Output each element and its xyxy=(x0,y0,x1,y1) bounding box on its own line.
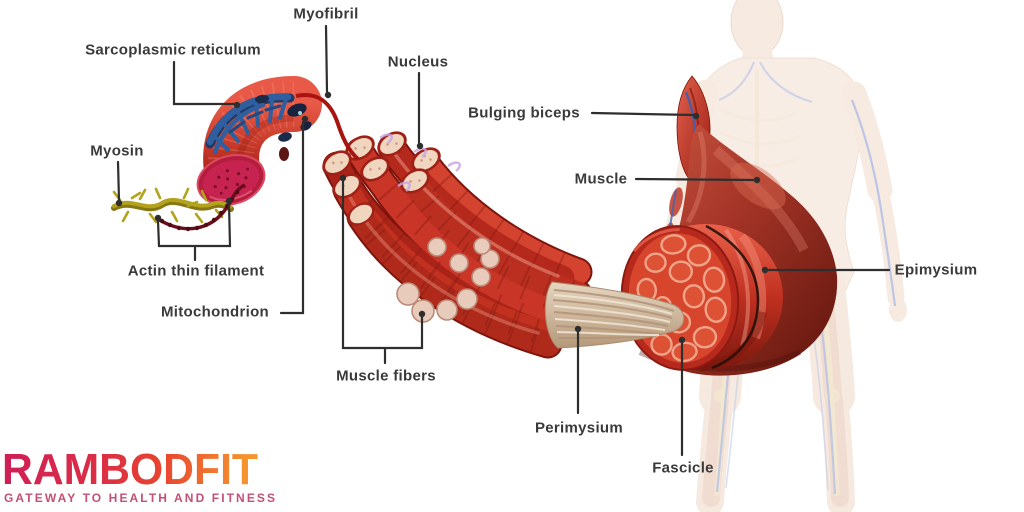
pointer-dots xyxy=(115,91,769,344)
myosin-filament xyxy=(111,187,234,224)
label-muscle-fibers: Muscle fibers xyxy=(336,367,436,385)
pointer-myosin xyxy=(116,160,121,202)
brand-text: RAMBODFIT xyxy=(2,447,258,491)
pointer-mitochondrion xyxy=(279,120,305,315)
pointer-muscle-fibers xyxy=(341,179,424,365)
label-mitochondrion: Mitochondrion xyxy=(160,303,270,321)
pointer-bulging-biceps xyxy=(590,111,696,117)
label-muscle: Muscle xyxy=(574,170,628,188)
label-bulging-biceps: Bulging biceps xyxy=(468,104,580,122)
label-perimysium: Perimysium xyxy=(534,419,624,437)
label-nucleus: Nucleus xyxy=(387,53,449,71)
pointer-sarcoplasmic-reticulum xyxy=(172,60,236,106)
extracted-myofibril-strand xyxy=(295,93,360,161)
label-epimysium: Epimysium xyxy=(894,261,978,279)
sarcoplasmic-reticulum-mesh xyxy=(205,93,295,155)
actin-filament xyxy=(157,183,246,232)
pointer-muscle xyxy=(634,177,756,182)
label-myosin: Myosin xyxy=(90,142,144,160)
myofibril-cut-face xyxy=(196,154,266,206)
fiber-tip-blobs xyxy=(396,237,500,323)
label-myofibril: Myofibril xyxy=(293,5,359,23)
epimysium-boundary-line xyxy=(705,224,760,370)
rambodfit-logo: RAMBODFIT xyxy=(2,445,272,496)
brand-wordmark: RAMBODFIT xyxy=(2,445,258,494)
myofibril-cylinder xyxy=(196,76,360,206)
pointer-lines xyxy=(116,24,891,457)
label-actin-thin-filament: Actin thin filament xyxy=(127,262,265,280)
fiber-cut-faces xyxy=(322,131,461,226)
logo-tagline: GATEWAY TO HEALTH AND FITNESS xyxy=(4,491,278,505)
pointer-myofibril xyxy=(324,24,329,94)
pointer-actin xyxy=(156,202,232,262)
label-fascicle: Fascicle xyxy=(652,459,714,477)
label-sarcoplasmic-reticulum: Sarcoplasmic reticulum xyxy=(85,41,261,59)
